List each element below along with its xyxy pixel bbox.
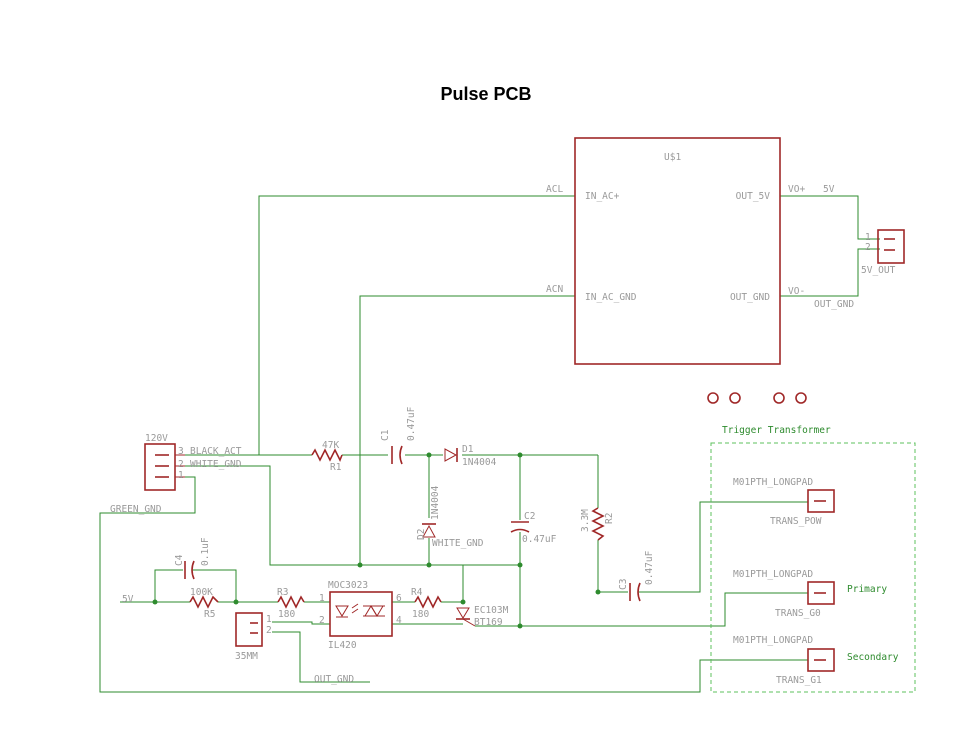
- u1-name: U$1: [664, 152, 681, 163]
- r2-name: R2: [604, 513, 615, 524]
- r3-name: R3: [277, 587, 288, 598]
- pad1-name: TRANS_POW: [770, 516, 822, 527]
- out5v-pin1: 1: [865, 232, 871, 243]
- opto-pin4: 4: [396, 615, 402, 626]
- connector-5v-out[interactable]: 1 2 5V_OUT: [861, 229, 905, 276]
- c1-name: C1: [380, 429, 391, 441]
- scr-ec103m[interactable]: EC103M BT169: [456, 605, 509, 628]
- c4-value: 0.1uF: [200, 537, 211, 566]
- u1-pin-in-ac: IN_AC+: [585, 191, 620, 202]
- r3-value: 180: [278, 609, 295, 620]
- pad-trans-g1[interactable]: M01PTH_LONGPAD TRANS_G1 Secondary: [733, 635, 899, 686]
- r4-name: R4: [411, 587, 423, 598]
- pad3-name: TRANS_G1: [776, 675, 822, 686]
- c3-value: 0.47uF: [644, 550, 655, 585]
- wires: [99, 195, 880, 693]
- optocoupler-moc3023[interactable]: MOC3023 IL420 1 2 6 4: [319, 580, 402, 651]
- net-vo-plus: VO+: [788, 184, 805, 195]
- j120-pin1: 1: [178, 470, 184, 481]
- pad2-part: M01PTH_LONGPAD: [733, 569, 813, 580]
- pad2-label: Primary: [847, 584, 887, 595]
- u1-pin-out-5v: OUT_5V: [736, 191, 771, 202]
- opto-name: MOC3023: [328, 580, 368, 591]
- net-5v-input: 5V: [122, 594, 134, 605]
- d1-value: 1N4004: [462, 457, 497, 468]
- net-green-gnd: GREEN_GND: [110, 504, 162, 515]
- j35-pin1: 1: [266, 614, 272, 625]
- j120-pin2: 2: [178, 459, 184, 470]
- mounting-holes: [707, 392, 807, 404]
- d1-name: D1: [462, 444, 474, 455]
- scr-name: EC103M: [474, 605, 509, 616]
- resistor-r2[interactable]: 3.3M R2: [580, 507, 615, 541]
- r5-name: R5: [204, 609, 215, 620]
- u1-pin-out-gnd: OUT_GND: [730, 292, 770, 303]
- pad3-part: M01PTH_LONGPAD: [733, 635, 813, 646]
- net-white-gnd-mid: WHITE_GND: [432, 538, 484, 549]
- pad1-part: M01PTH_LONGPAD: [733, 477, 813, 488]
- resistor-r5[interactable]: 100K R5: [189, 587, 219, 620]
- c2-name: C2: [524, 511, 535, 522]
- c4-name: C4: [174, 554, 185, 566]
- net-white-gnd-top: WHITE_GND: [190, 459, 242, 470]
- out5v-name: 5V_OUT: [861, 265, 896, 276]
- junctions: [152, 452, 601, 629]
- net-out-gnd-bottom: OUT_GND: [314, 674, 354, 685]
- c1-value: 0.47uF: [406, 406, 417, 441]
- net-black-act: BLACK_ACT: [190, 446, 242, 457]
- r2-value: 3.3M: [580, 509, 591, 532]
- net-5v: 5V: [823, 184, 835, 195]
- trigger-transformer: Trigger Transformer M01PTH_LONGPAD TRANS…: [710, 425, 916, 693]
- capacitor-c2[interactable]: C2 0.47uF: [510, 511, 557, 545]
- trigger-title: Trigger Transformer: [722, 425, 831, 436]
- resistor-r1[interactable]: 47K R1: [311, 440, 343, 473]
- j120-pin3: 3: [178, 446, 184, 457]
- r4-value: 180: [412, 609, 429, 620]
- net-out-gnd: OUT_GND: [814, 299, 854, 310]
- j35-pin2: 2: [266, 625, 272, 636]
- scr-value: BT169: [474, 617, 503, 628]
- resistor-r3[interactable]: R3 180: [277, 587, 305, 620]
- opto-pin6: 6: [396, 593, 402, 604]
- r1-name: R1: [330, 462, 342, 473]
- net-acl: ACL: [546, 184, 563, 195]
- d2-value: 1N4004: [430, 485, 441, 520]
- diode-d1[interactable]: D1 1N4004: [444, 444, 497, 468]
- opto-value: IL420: [328, 640, 357, 651]
- opto-pin2: 2: [319, 615, 325, 626]
- pad2-name: TRANS_G0: [775, 608, 821, 619]
- connector-35mm[interactable]: 1 2 35MM: [235, 612, 272, 662]
- pad-trans-g0[interactable]: M01PTH_LONGPAD TRANS_G0 Primary: [733, 569, 887, 619]
- page-title: Pulse PCB: [440, 84, 531, 104]
- r5-value: 100K: [190, 587, 213, 598]
- resistor-r4[interactable]: R4 180: [411, 587, 442, 620]
- net-vo-minus: VO-: [788, 286, 805, 297]
- opto-pin1: 1: [319, 593, 325, 604]
- capacitor-c1[interactable]: C1 0.47uF: [380, 406, 417, 465]
- out5v-pin2: 2: [865, 242, 871, 253]
- u1-pin-in-gnd: IN_AC_GND: [585, 292, 637, 303]
- c2-value: 0.47uF: [522, 534, 557, 545]
- r1-value: 47K: [322, 440, 339, 451]
- j120-name: 120V: [145, 433, 168, 444]
- net-acn: ACN: [546, 284, 563, 295]
- pad3-label: Secondary: [847, 652, 899, 663]
- pad-trans-pow[interactable]: M01PTH_LONGPAD TRANS_POW: [733, 477, 835, 527]
- capacitor-c4[interactable]: C4 0.1uF: [174, 537, 211, 580]
- capacitor-c3[interactable]: C3 0.47uF: [618, 550, 655, 602]
- u1-power-module[interactable]: U$1 IN_AC+ IN_AC_GND OUT_5V OUT_GND: [574, 137, 781, 365]
- connector-120v[interactable]: 120V 3 2 1: [144, 433, 185, 491]
- d2-name: D2: [416, 529, 427, 540]
- c3-name: C3: [618, 579, 629, 590]
- diode-d2[interactable]: D2 1N4004: [416, 485, 441, 540]
- j35-name: 35MM: [235, 651, 258, 662]
